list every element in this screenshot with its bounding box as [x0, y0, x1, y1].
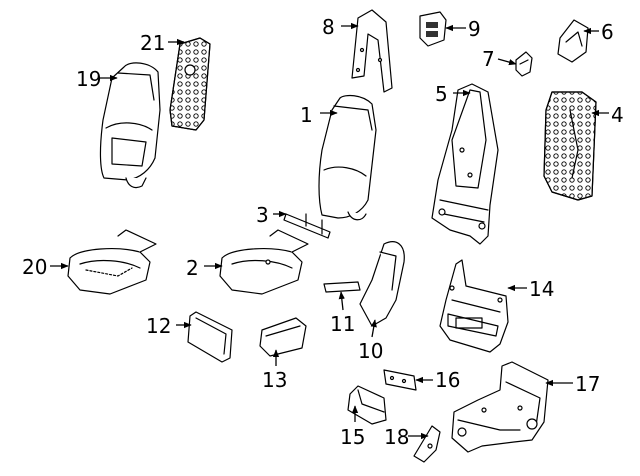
callout-2: 2 [186, 256, 199, 280]
callout-12: 12 [146, 314, 171, 338]
part-15-cover [347, 385, 387, 425]
part-1-backrest-cover [318, 94, 377, 221]
leader-10 [370, 319, 377, 338]
callout-15: 15 [340, 425, 365, 449]
part-11-strip [323, 281, 361, 293]
callout-21: 21 [140, 31, 165, 55]
callout-10: 10 [358, 339, 383, 363]
callout-13: 13 [262, 368, 287, 392]
callout-11: 11 [330, 312, 355, 336]
callout-18: 18 [384, 425, 409, 449]
part-5-seatback-frame [431, 83, 499, 245]
callout-20: 20 [22, 255, 47, 279]
part-14-frame-assembly [439, 259, 509, 353]
callout-labels: 1 2 3 4 5 6 7 8 9 10 11 12 13 14 15 16 1… [22, 15, 624, 449]
part-10-side-shield [359, 241, 405, 327]
part-12-bracket [187, 311, 233, 363]
part-19-backrest-assembly [99, 62, 161, 189]
part-20-seat-cushion-assembly [67, 229, 157, 295]
part-9-switch-bezel [419, 11, 447, 47]
part-21-back-panel [169, 37, 211, 131]
part-3-rod [283, 213, 331, 239]
callout-19: 19 [76, 67, 101, 91]
part-13-cover [259, 317, 307, 357]
callout-8: 8 [322, 15, 335, 39]
part-6-cover [557, 19, 589, 63]
callout-3: 3 [256, 203, 269, 227]
callout-17: 17 [575, 372, 600, 396]
leader-7 [497, 58, 517, 66]
callout-9: 9 [468, 17, 481, 41]
leader-11 [338, 291, 345, 311]
part-16-bracket [383, 369, 417, 391]
part-4-lumbar-mat [543, 91, 597, 201]
leader-arrows [50, 22, 609, 440]
callout-5: 5 [435, 82, 448, 106]
part-7-clip [515, 51, 533, 77]
part-18-bracket [413, 425, 441, 463]
callout-7: 7 [482, 47, 495, 71]
part-17-seat-base-frame [451, 361, 549, 453]
callout-14: 14 [529, 277, 554, 301]
callout-16: 16 [435, 368, 460, 392]
callout-4: 4 [611, 103, 624, 127]
part-2-seat-cushion-cover [219, 229, 309, 295]
callout-6: 6 [601, 20, 614, 44]
callout-1: 1 [300, 103, 313, 127]
part-8-guide-bracket [351, 9, 393, 93]
